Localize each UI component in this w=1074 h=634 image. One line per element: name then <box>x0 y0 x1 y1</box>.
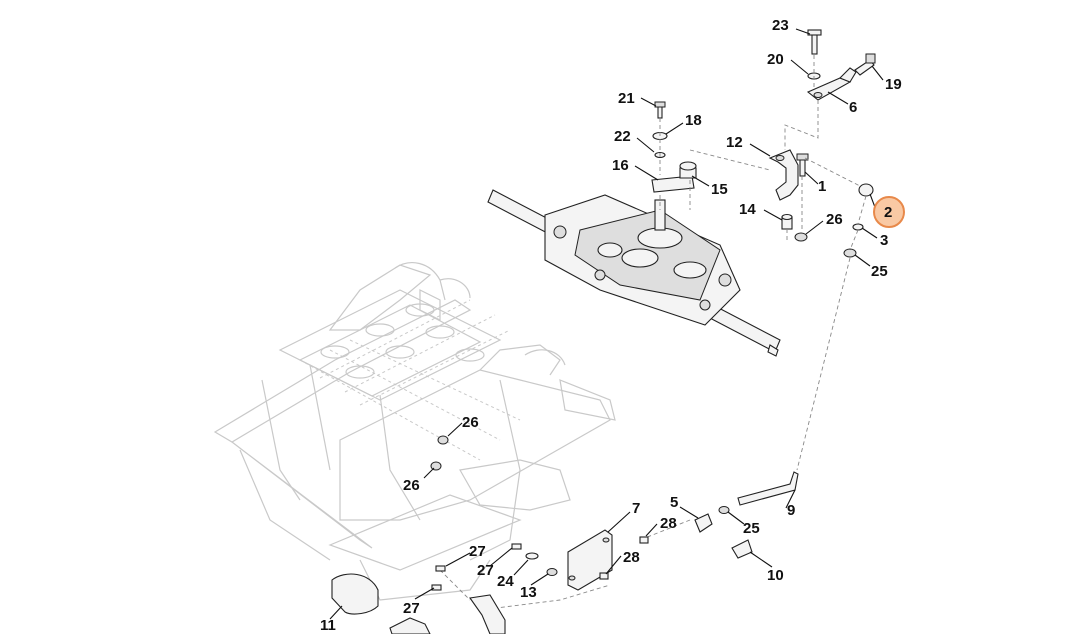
callout-25-top: 25 <box>871 263 888 280</box>
highlight-callout-2 <box>873 196 905 228</box>
bolt-27-b <box>435 565 446 572</box>
bolt-28-upper <box>639 536 649 544</box>
chassis-frame-ghost <box>213 262 616 601</box>
callout-25-lower: 25 <box>743 520 760 537</box>
nut-26-top <box>794 232 808 242</box>
connector-5 <box>694 513 713 533</box>
clip-10 <box>731 539 753 559</box>
lever-arm <box>389 594 506 634</box>
callout-labels: 23 20 19 6 21 18 22 12 16 15 1 2 14 26 3… <box>320 17 902 634</box>
nut-13 <box>546 568 558 576</box>
callout-12: 12 <box>726 134 743 151</box>
callout-14: 14 <box>739 201 756 218</box>
callout-27-a: 27 <box>469 543 486 560</box>
washer-24 <box>525 552 539 560</box>
spacer-14 <box>781 213 793 230</box>
washer-25-lower <box>718 506 730 514</box>
callout-1: 1 <box>818 178 826 195</box>
link-16 <box>651 175 695 193</box>
callout-27-c: 27 <box>403 600 420 617</box>
leader-lines <box>329 28 884 620</box>
callout-28-upper: 28 <box>660 515 677 532</box>
knob-11 <box>331 573 379 615</box>
callout-7: 7 <box>632 500 640 517</box>
callout-5: 5 <box>670 494 678 511</box>
callout-11: 11 <box>320 617 336 634</box>
bolt-27-a <box>511 543 522 550</box>
callout-26-top: 26 <box>826 211 843 228</box>
callout-9: 9 <box>787 502 795 519</box>
transmission-axle <box>487 189 781 357</box>
callout-13: 13 <box>520 584 537 601</box>
callout-22: 22 <box>614 128 631 145</box>
pivot-15 <box>679 161 697 179</box>
bolt-23 <box>807 29 822 55</box>
callout-28-lower: 28 <box>623 549 640 566</box>
callout-20: 20 <box>767 51 784 68</box>
callout-21: 21 <box>618 90 635 107</box>
rod-9 <box>737 471 799 506</box>
callout-10: 10 <box>767 567 784 584</box>
ring-3 <box>852 223 864 231</box>
nut-25-top <box>843 248 857 258</box>
bolt-27-c <box>431 584 442 591</box>
bracket-6 <box>806 67 857 101</box>
callout-24: 24 <box>497 573 514 590</box>
callout-19: 19 <box>885 76 902 93</box>
assembly-lines <box>439 55 867 611</box>
callout-26-mid: 26 <box>462 414 479 431</box>
bolt-28-lower <box>599 572 609 580</box>
nut-26-mid <box>437 435 449 445</box>
callout-18: 18 <box>685 112 702 129</box>
grommet-2 <box>858 183 874 197</box>
bracket-12 <box>768 149 799 201</box>
bolt-1 <box>796 153 809 177</box>
bolt-21 <box>654 101 666 119</box>
callout-26-low: 26 <box>403 477 420 494</box>
callout-2: 2 <box>884 204 892 221</box>
callout-15: 15 <box>711 181 728 198</box>
callout-16: 16 <box>612 157 629 174</box>
callout-3: 3 <box>880 232 888 249</box>
callout-6: 6 <box>849 99 857 116</box>
bolt-19 <box>854 53 876 76</box>
plate-7 <box>567 529 613 591</box>
callout-23: 23 <box>772 17 789 34</box>
callout-27-b: 27 <box>477 562 494 579</box>
